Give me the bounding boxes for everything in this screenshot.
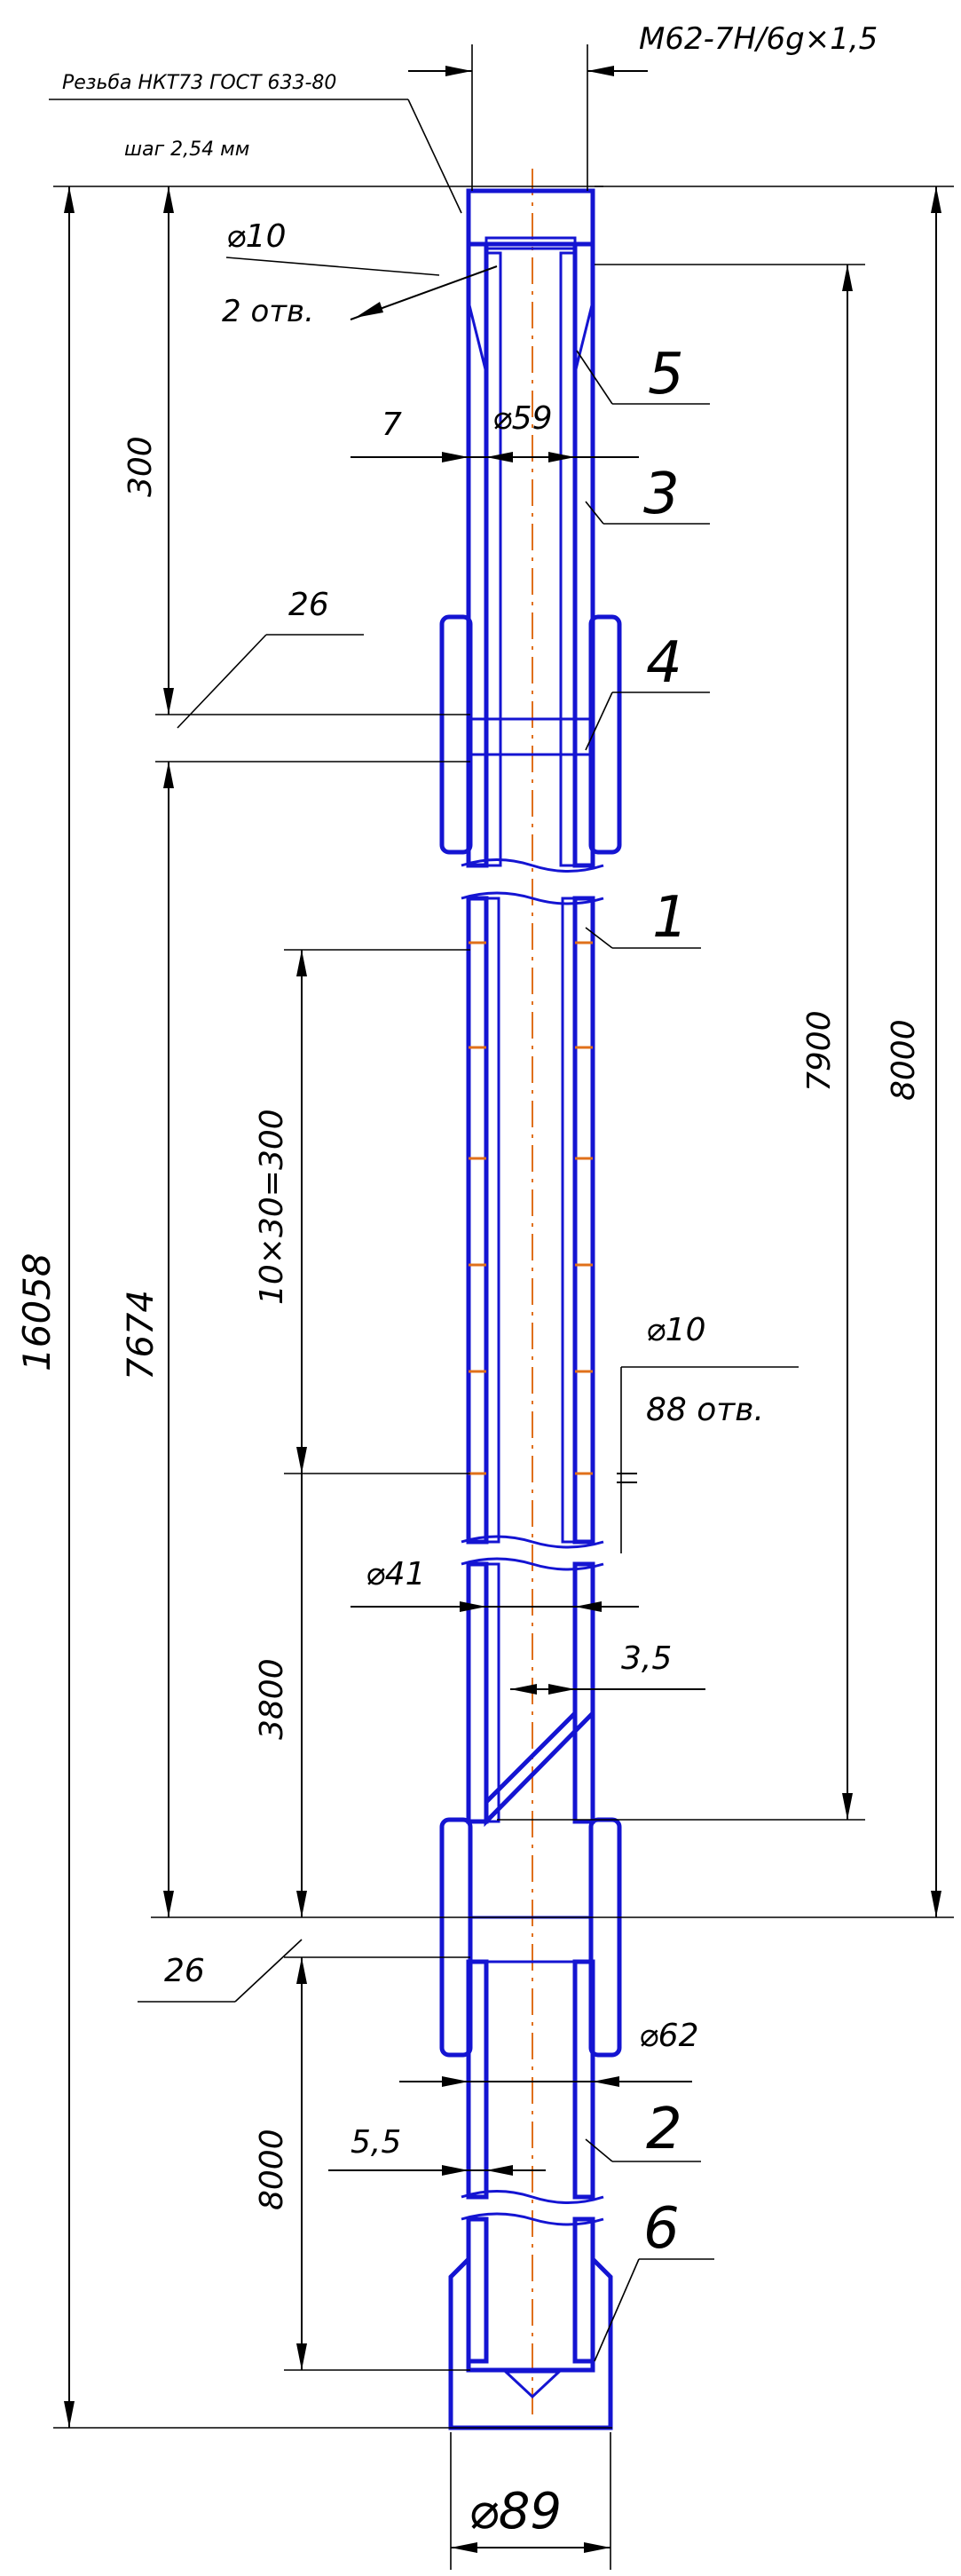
dim-d41-label: ⌀41	[366, 1556, 425, 1592]
dim-300-label: 300	[122, 436, 159, 497]
thread-label: Резьба НКТ73 ГОСТ 633-80	[62, 72, 336, 94]
bottom-plug	[448, 2216, 613, 2430]
dim-3-5-label: 3,5	[621, 1640, 672, 1677]
hole-mid-dia-label: ⌀10	[646, 1312, 705, 1348]
dim-d89-label: ⌀89	[469, 2483, 562, 2540]
inner-tube-right	[559, 251, 577, 867]
dim-8000-right-label: 8000	[886, 1019, 922, 1101]
dim-26-bottom-label: 26	[164, 1953, 205, 1989]
break-line-3	[461, 2190, 604, 2204]
perforation-holes	[469, 941, 593, 1475]
dim-26-top-label: 26	[288, 587, 329, 623]
hole-top-dia-label: ⌀10	[226, 218, 286, 255]
callout-5: 5	[648, 342, 684, 407]
top-cap	[466, 188, 595, 247]
dim-16058-label: 16058	[15, 1252, 59, 1371]
callout-4: 4	[646, 630, 682, 696]
callout-6: 6	[643, 2196, 680, 2262]
dim-3800-label: 3800	[254, 1658, 290, 1740]
dim-7-label: 7	[382, 407, 402, 443]
upper-coupling	[439, 614, 622, 855]
callout-2: 2	[646, 2097, 682, 2162]
dim-7900-label: 7900	[801, 1010, 838, 1092]
top-thread-label: M62-7H/6g×1,5	[639, 21, 878, 57]
dim-d62-label: ⌀62	[639, 2018, 698, 2054]
dim-5-5-label: 5,5	[351, 2124, 401, 2161]
hole-top-count-label: 2 отв.	[222, 294, 314, 329]
dim-d59-label: ⌀59	[492, 400, 552, 437]
perforated-pipe	[466, 896, 595, 1545]
dim-8000-left-label: 8000	[254, 2129, 290, 2210]
inner-tube-left	[484, 251, 502, 867]
lower-inner-tube	[466, 1561, 595, 1828]
hole-mid-count-label: 88 отв.	[646, 1392, 764, 1428]
lower-pipe	[466, 1959, 595, 2200]
thread-pitch-label: шаг 2,54 мм	[124, 138, 249, 161]
dim-10x30-label: 10×30=300	[254, 1109, 290, 1305]
upper-pipe	[466, 188, 595, 868]
dim-7674-label: 7674	[121, 1290, 161, 1380]
callout-1: 1	[652, 885, 689, 951]
break-line-1	[461, 858, 604, 873]
callout-3: 3	[643, 462, 680, 527]
break-line-2	[461, 1535, 604, 1549]
